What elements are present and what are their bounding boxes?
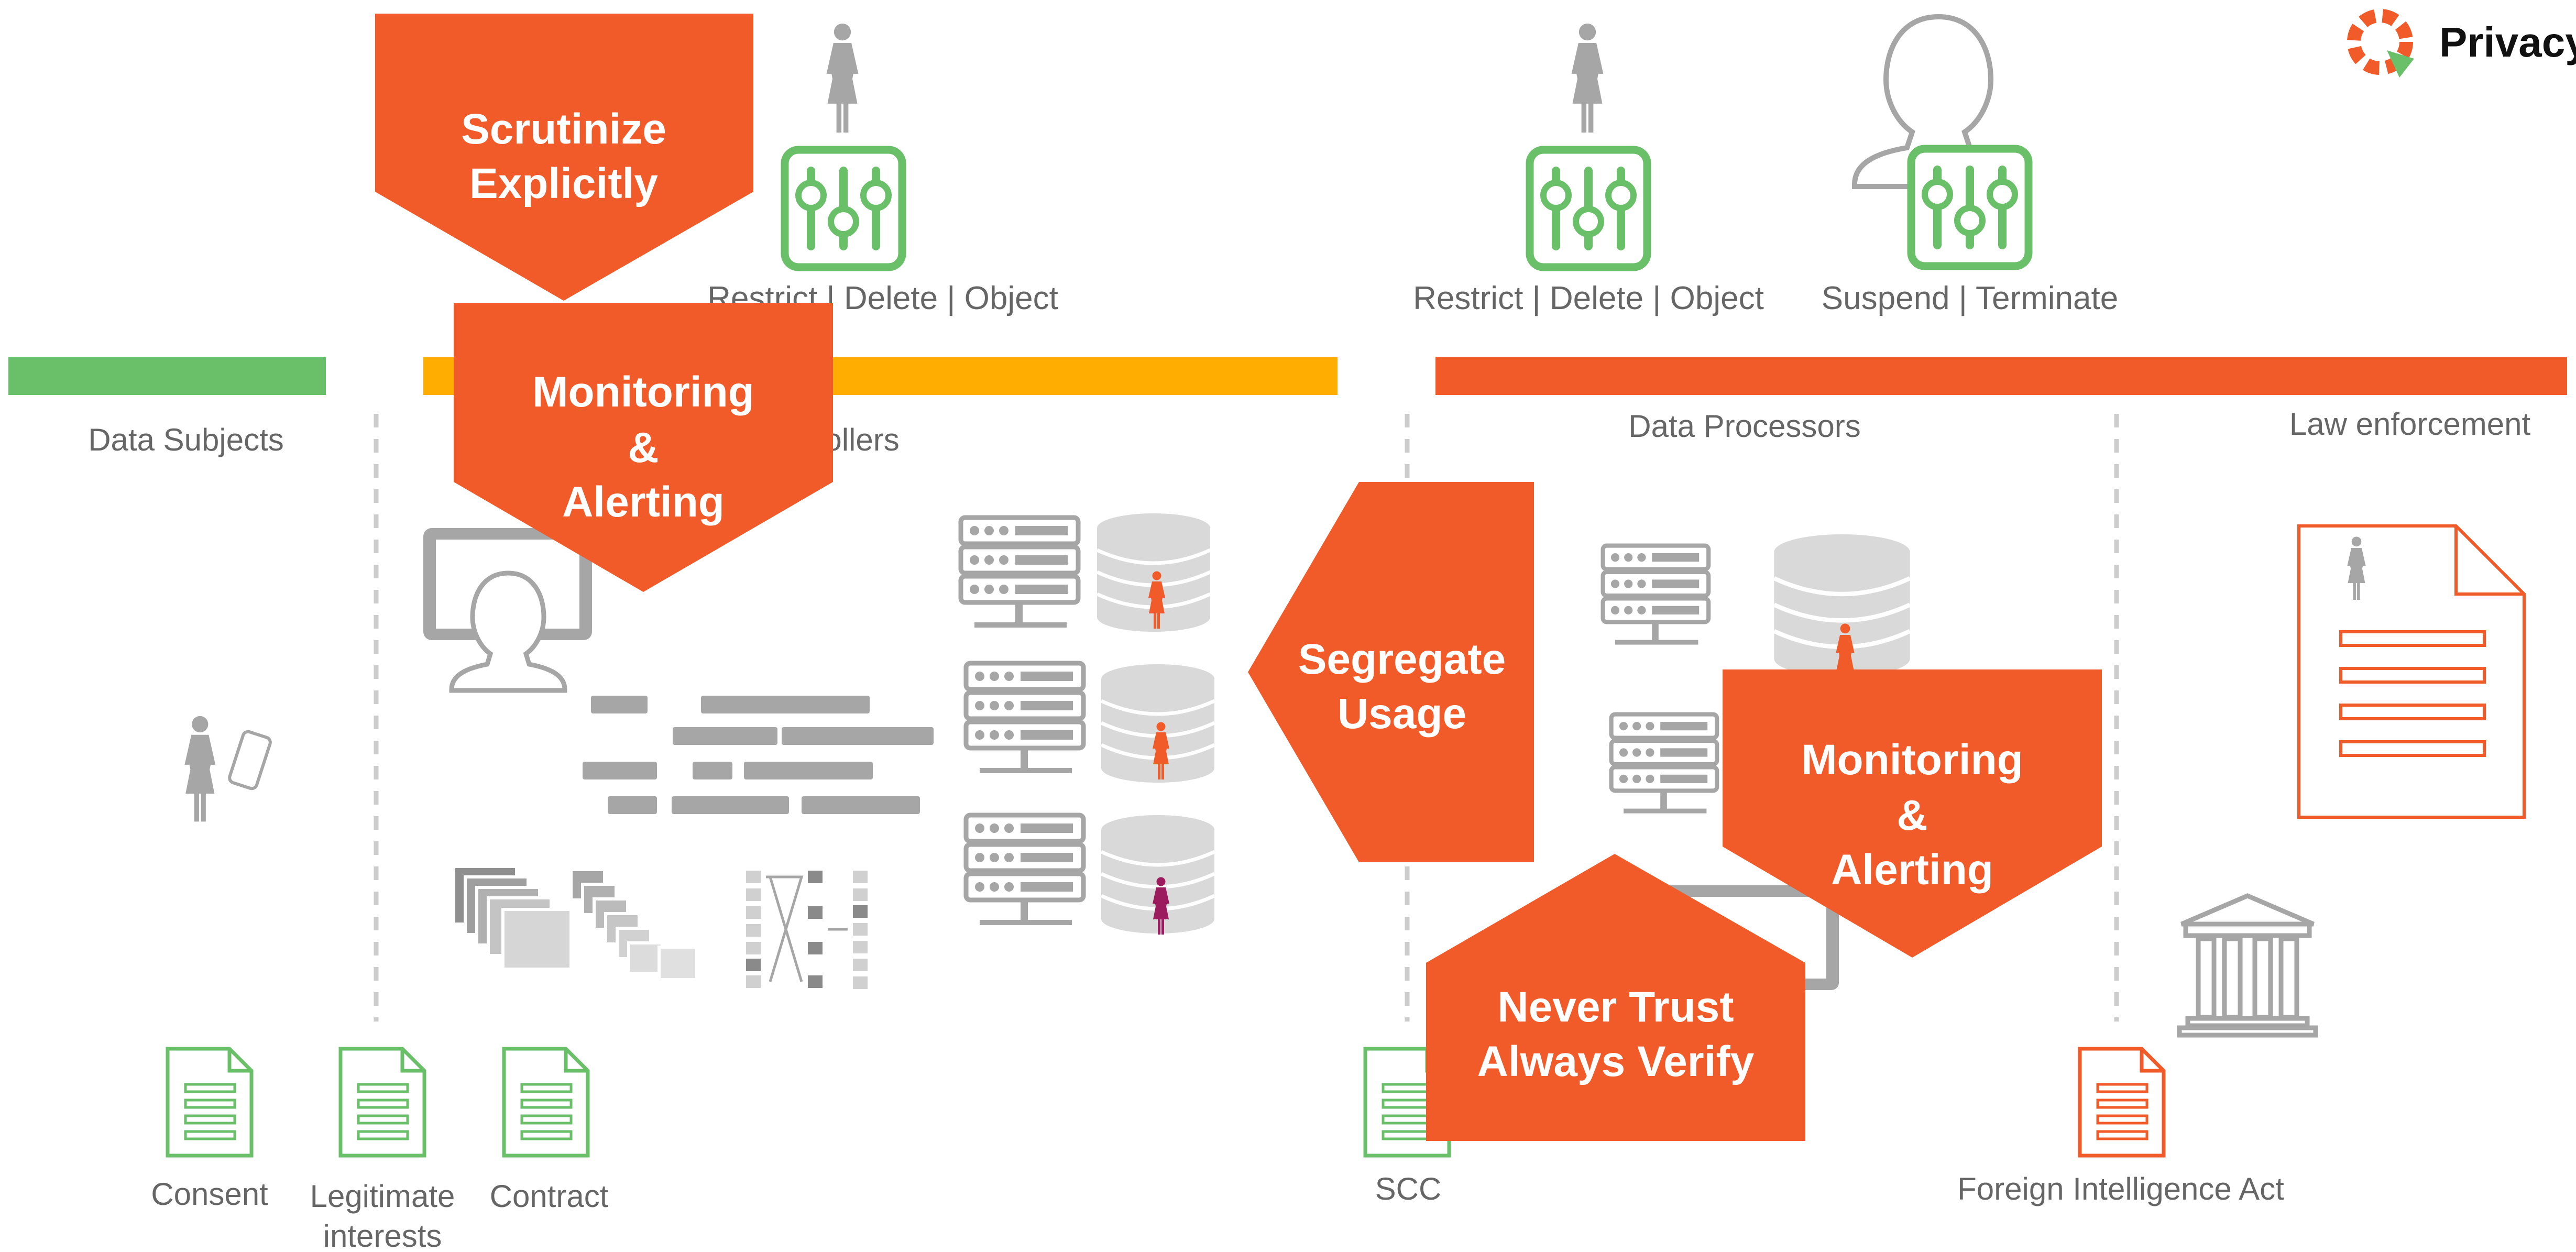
document-icon (2297, 524, 2526, 819)
brand-name: Privacy (2439, 19, 2576, 65)
logo-icon (2347, 9, 2414, 78)
sign-line: Alerting (562, 478, 725, 526)
law-label: Law enforcement (2289, 407, 2531, 442)
law-actions: Suspend | Terminate (1822, 280, 2118, 316)
data-blocks (583, 696, 934, 814)
sign-line: Segregate (1298, 635, 1506, 683)
scrutinize-explicitly-sign: Scrutinize Explicitly (375, 14, 753, 301)
processors-actions: Restrict | Delete | Object (1413, 280, 1764, 316)
sign-line: Scrutinize (461, 105, 666, 153)
consent-label: Consent (151, 1177, 268, 1212)
scc-label: SCC (1375, 1171, 1442, 1206)
sign-line: & (628, 424, 659, 471)
contract-label: Contract (490, 1179, 609, 1214)
sign-line: Never Trust (1497, 983, 1734, 1031)
person-icon (826, 23, 859, 133)
red-bar (1435, 357, 2567, 395)
stacked-pages-icon (452, 865, 698, 981)
document-icon (168, 1049, 251, 1156)
sign-line: Always Verify (1477, 1038, 1755, 1085)
document-icon (504, 1049, 588, 1156)
never-trust-sign: Never Trust Always Verify (1426, 854, 1805, 1141)
sign-line: Explicitly (469, 160, 658, 207)
sign-line: Alerting (1831, 846, 1993, 894)
phone-icon (228, 730, 272, 790)
green-bar (8, 357, 326, 395)
sign-line: Monitoring (532, 368, 754, 416)
sign-line: Usage (1338, 690, 1466, 738)
server-icon (966, 663, 1083, 773)
data-subjects-label: Data Subjects (88, 422, 284, 457)
interests-label: interests (323, 1218, 442, 1252)
sign-line: Monitoring (1801, 736, 2023, 784)
user-outline-icon (449, 570, 567, 693)
sign-line: & (1897, 792, 1927, 839)
matrix-icon (746, 871, 868, 989)
server-icon (1603, 546, 1709, 645)
document-icon (2078, 1047, 2166, 1158)
monitoring-alerting-sign: Monitoring & Alerting (454, 303, 833, 592)
monitoring-alerting-sign: Monitoring & Alerting (1723, 669, 2102, 958)
document-icon (341, 1049, 424, 1156)
sliders-icon[interactable] (1911, 149, 2029, 266)
server-icon (961, 518, 1078, 628)
person-icon (1571, 23, 1604, 133)
courthouse-icon (2177, 893, 2318, 1038)
processors-label: Data Processors (1628, 409, 1861, 444)
server-icon (966, 815, 1083, 925)
legitimate-label: Legitimate (310, 1179, 455, 1214)
sliders-icon[interactable] (1530, 150, 1647, 267)
sliders-icon[interactable] (785, 150, 902, 267)
server-icon (1612, 715, 1717, 814)
segregate-usage-sign: Segregate Usage (1248, 482, 1534, 862)
fia-label: Foreign Intelligence Act (1957, 1171, 2284, 1206)
person-icon (184, 716, 216, 822)
